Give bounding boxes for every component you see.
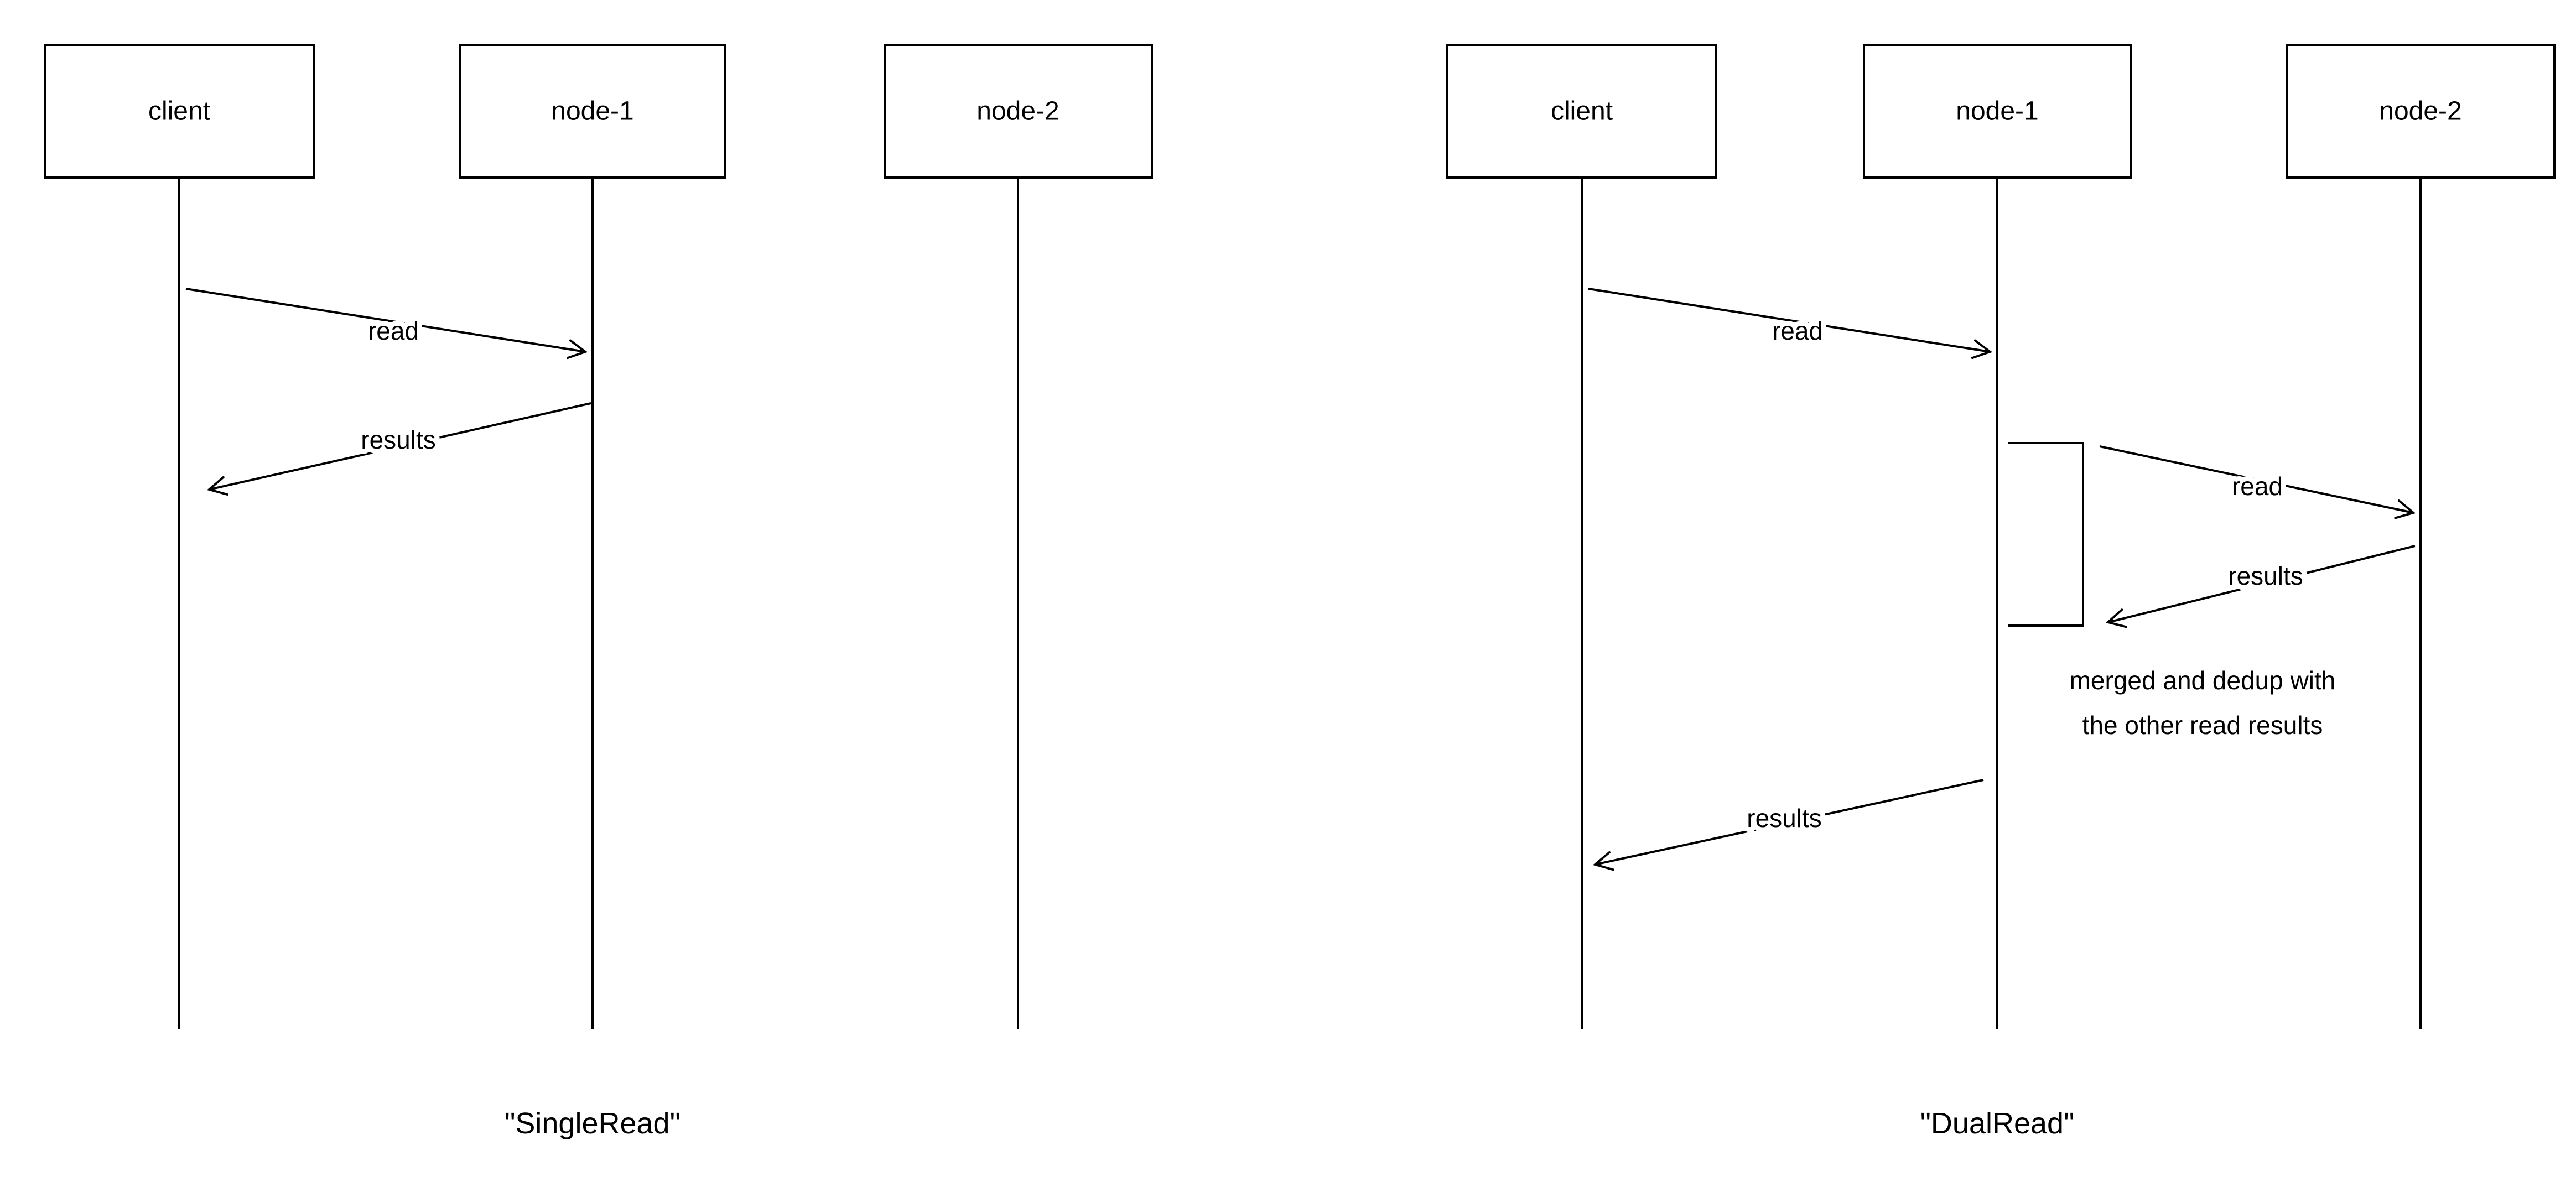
actor-label-client: client — [1551, 97, 1613, 126]
message-label-read: read — [2232, 472, 2283, 501]
message-arrow-read — [185, 288, 588, 360]
note-line-1: merged and dedup with — [2070, 666, 2336, 695]
actor-label-node-2: node-2 — [977, 97, 1059, 126]
actor-label-node-1: node-1 — [1956, 97, 2038, 126]
actor-box-client — [1446, 44, 1717, 179]
message-arrow-results — [206, 402, 591, 496]
message-label-results: results — [361, 425, 435, 454]
diagram-caption-dual-read: "DualRead" — [1920, 1107, 2075, 1140]
message-label-results: results — [1747, 804, 1821, 832]
note-line-2: the other read results — [2082, 711, 2323, 740]
actor-label-node-2: node-2 — [2379, 97, 2461, 126]
activation-bracket-node-1 — [2008, 442, 2084, 627]
message-label-read: read — [1772, 316, 1823, 345]
message-arrow-results-to-client — [1592, 779, 1984, 871]
actor-label-node-1: node-1 — [551, 97, 633, 126]
message-arrow-read-to-node-2 — [2099, 445, 2416, 519]
diagram-dual-read: client node-1 node-2 read read results m… — [1446, 44, 2556, 1140]
actor-box-node-1 — [1863, 44, 2132, 179]
message-arrow-read — [1588, 288, 1993, 360]
actor-box-node-2 — [2286, 44, 2556, 179]
actor-box-node-2 — [884, 44, 1153, 179]
message-label-results: results — [2228, 561, 2303, 590]
actor-box-node-1 — [459, 44, 726, 179]
actor-box-client — [44, 44, 315, 179]
message-label-read: read — [368, 316, 419, 345]
actor-label-client: client — [148, 97, 210, 126]
diagram-single-read: client node-1 node-2 read results "Singl… — [44, 44, 1153, 1140]
message-arrow-results-from-node-2 — [2105, 545, 2416, 628]
diagram-caption-single-read: "SingleRead" — [505, 1107, 681, 1140]
